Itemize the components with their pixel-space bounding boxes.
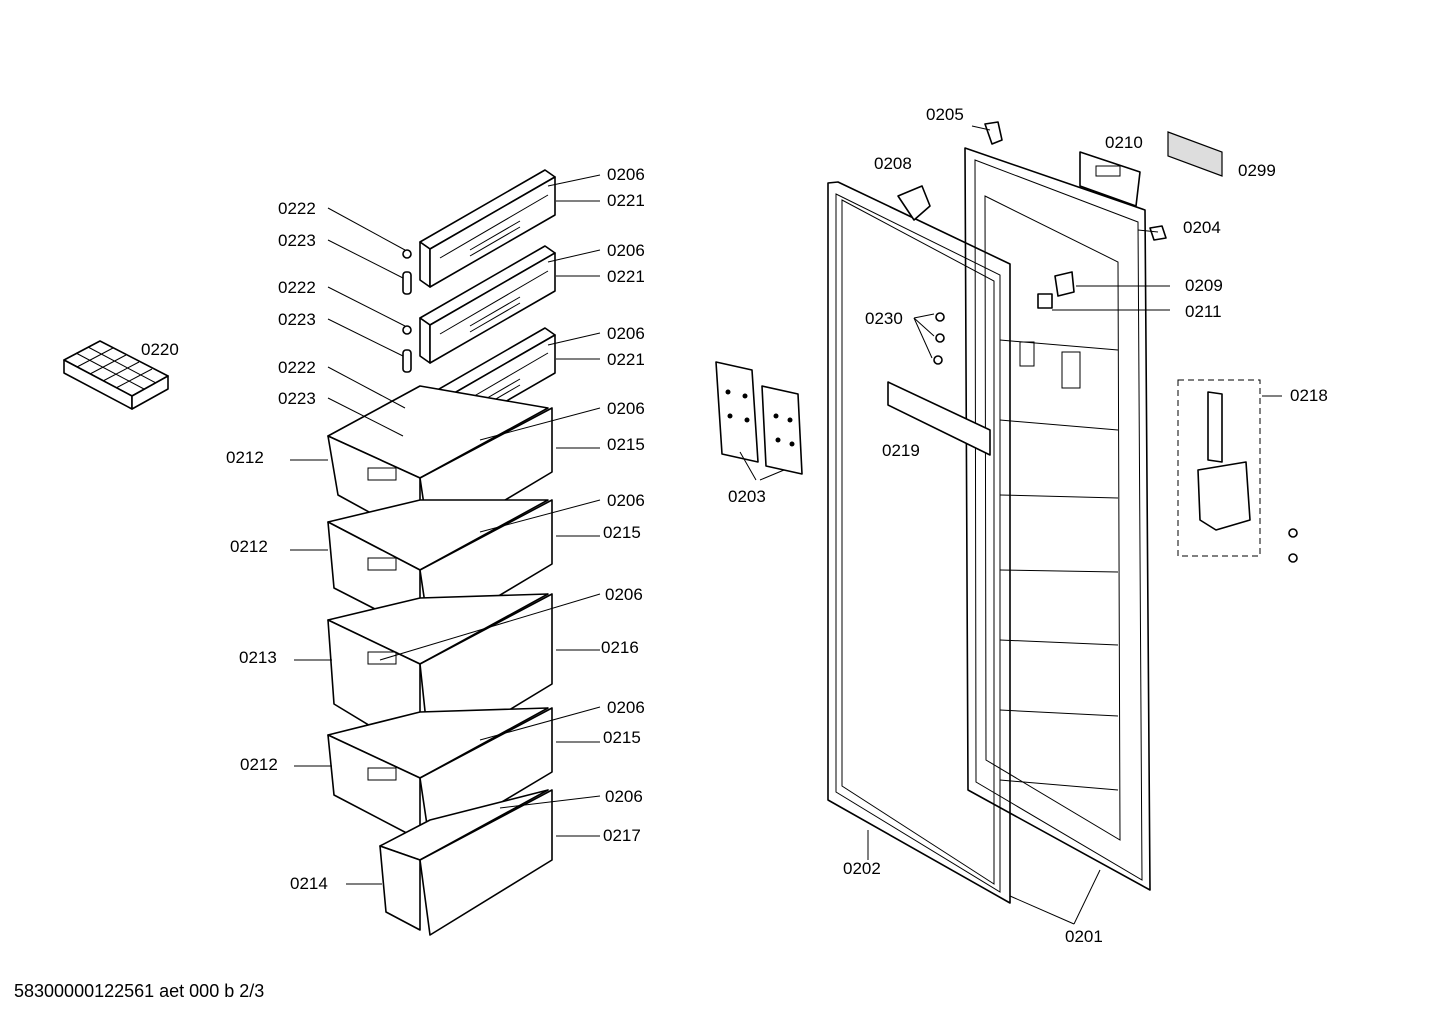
- leader-lines: [290, 125, 1282, 925]
- label-0203: 0203: [728, 487, 766, 506]
- drawer-4: [327, 707, 553, 846]
- ice-cube-tray: [63, 340, 169, 410]
- flap-front-1: [419, 169, 556, 288]
- label-0215: 0215: [603, 523, 641, 542]
- label-0215: 0215: [603, 728, 641, 747]
- part-labels: 0222 0223 0222 0223 0222 0223 0206 0221 …: [141, 105, 1328, 946]
- label-0219: 0219: [882, 441, 920, 460]
- label-0206: 0206: [607, 241, 645, 260]
- label-0214: 0214: [290, 874, 328, 893]
- label-0230: 0230: [865, 309, 903, 328]
- label-0221: 0221: [607, 267, 645, 286]
- label-0206: 0206: [607, 324, 645, 343]
- label-0206: 0206: [605, 787, 643, 806]
- door-handle-bar: [887, 381, 991, 456]
- label-0212: 0212: [226, 448, 264, 467]
- document-footer-id: 58300000122561 aet 000 b 2/3: [14, 981, 265, 1001]
- label-0210: 0210: [1105, 133, 1143, 152]
- label-0299: 0299: [1238, 161, 1276, 180]
- label-0213: 0213: [239, 648, 277, 667]
- label-0209: 0209: [1185, 276, 1223, 295]
- cold-packs: [715, 361, 803, 475]
- label-0217: 0217: [603, 826, 641, 845]
- label-0202: 0202: [843, 859, 881, 878]
- label-0222: 0222: [278, 199, 316, 218]
- hinge-assembly: [1177, 379, 1261, 557]
- label-0223: 0223: [278, 310, 316, 329]
- screws: [933, 312, 1298, 563]
- label-0221: 0221: [607, 350, 645, 369]
- label-0220: 0220: [141, 340, 179, 359]
- label-0206: 0206: [607, 491, 645, 510]
- label-0215: 0215: [607, 435, 645, 454]
- label-0216: 0216: [601, 638, 639, 657]
- label-0204: 0204: [1183, 218, 1221, 237]
- label-0208: 0208: [874, 154, 912, 173]
- label-0221: 0221: [607, 191, 645, 210]
- label-0206: 0206: [607, 399, 645, 418]
- top-small-parts: [897, 121, 1223, 309]
- label-0206: 0206: [605, 585, 643, 604]
- door-gasket: [827, 181, 1011, 904]
- label-0206: 0206: [607, 698, 645, 717]
- label-0206: 0206: [607, 165, 645, 184]
- label-0222: 0222: [278, 358, 316, 377]
- flap-front-2: [419, 245, 556, 364]
- label-0223: 0223: [278, 389, 316, 408]
- label-0222: 0222: [278, 278, 316, 297]
- label-0201: 0201: [1065, 927, 1103, 946]
- label-0212: 0212: [230, 537, 268, 556]
- label-0212: 0212: [240, 755, 278, 774]
- door-liner: [964, 147, 1151, 891]
- label-0218: 0218: [1290, 386, 1328, 405]
- label-0211: 0211: [1185, 302, 1222, 321]
- label-0223: 0223: [278, 231, 316, 250]
- label-0205: 0205: [926, 105, 964, 124]
